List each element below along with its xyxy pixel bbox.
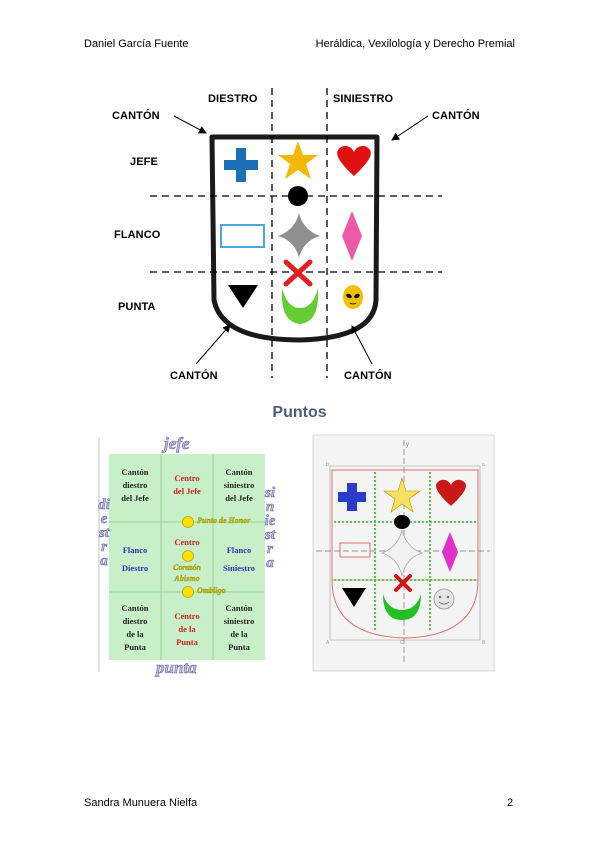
crescent-icon (281, 288, 319, 324)
footer-author: Sandra Munuera Nielfa (84, 797, 198, 809)
cross-icon (224, 148, 258, 182)
shield-outline-red (331, 469, 479, 639)
crescent-icon (383, 594, 421, 620)
label-punta-fancy: punta (156, 658, 197, 678)
cross-icon (338, 483, 366, 511)
label-siniestra-fancy: siniestra (264, 485, 276, 571)
lozenge-icon (442, 532, 458, 572)
label-jefe: JEFE (130, 156, 158, 168)
four-point-star-icon (380, 529, 424, 577)
point-honor (182, 516, 194, 528)
axis-y-label: y (406, 442, 409, 448)
triangle-icon (342, 588, 366, 607)
corner-label-A: A (326, 640, 330, 646)
x-mark-icon (394, 574, 412, 592)
rectangle-icon (339, 542, 371, 558)
smiley-icon (433, 588, 455, 610)
label-flanco: FLANCO (114, 229, 161, 241)
rectangle-icon (220, 224, 265, 248)
alien-icon (343, 285, 363, 309)
lozenge-icon (342, 211, 362, 261)
arrow-canton-bottom-right (351, 325, 373, 365)
label-jefe-fancy: jefe (164, 434, 190, 454)
label-ombligo: Ombligo (197, 586, 226, 595)
label-diestro: DIESTRO (208, 93, 258, 105)
section-title: Puntos (272, 404, 327, 421)
arrow-canton-top-left (173, 115, 207, 134)
label-canton-bottom-left: CANTÓN (170, 370, 218, 382)
heart-icon (337, 146, 371, 176)
star-icon (383, 476, 421, 513)
header-title: Heráldica, Vexilología y Derecho Premial (315, 38, 515, 50)
corner-label-C: C (400, 640, 404, 646)
arrow-canton-top-right (391, 115, 429, 141)
label-abismo: Abismo (174, 574, 200, 583)
label-diestra-fancy: diestra (98, 497, 110, 569)
star-icon (278, 141, 318, 179)
shield-outline (209, 134, 380, 343)
cell-centro: Centro (174, 537, 200, 547)
corner-label-b: b (326, 462, 329, 468)
ellipse-icon (394, 515, 410, 529)
label-corazon: Corazón (172, 563, 201, 572)
label-punto-honor: Punto de Honor (197, 516, 251, 525)
label-siniestro: SINIESTRO (333, 93, 394, 105)
circle-icon (288, 186, 308, 206)
arrow-canton-bottom-left (195, 324, 231, 365)
corner-label-B: B (482, 640, 486, 646)
x-mark-icon (283, 259, 313, 287)
four-point-star-icon (278, 213, 320, 258)
label-punta: PUNTA (118, 301, 156, 313)
label-canton-bottom-right: CANTÓN (344, 370, 392, 382)
header-author: Daniel García Fuente (84, 38, 189, 50)
heart-icon (436, 479, 466, 506)
point-ombligo (182, 586, 194, 598)
point-corazon (182, 550, 194, 562)
triangle-icon (228, 285, 258, 308)
label-canton-top-left: CANTÓN (112, 110, 160, 122)
corner-label-a: a (482, 462, 485, 468)
label-canton-top-right: CANTÓN (432, 110, 480, 122)
page-number: 2 (507, 797, 514, 809)
